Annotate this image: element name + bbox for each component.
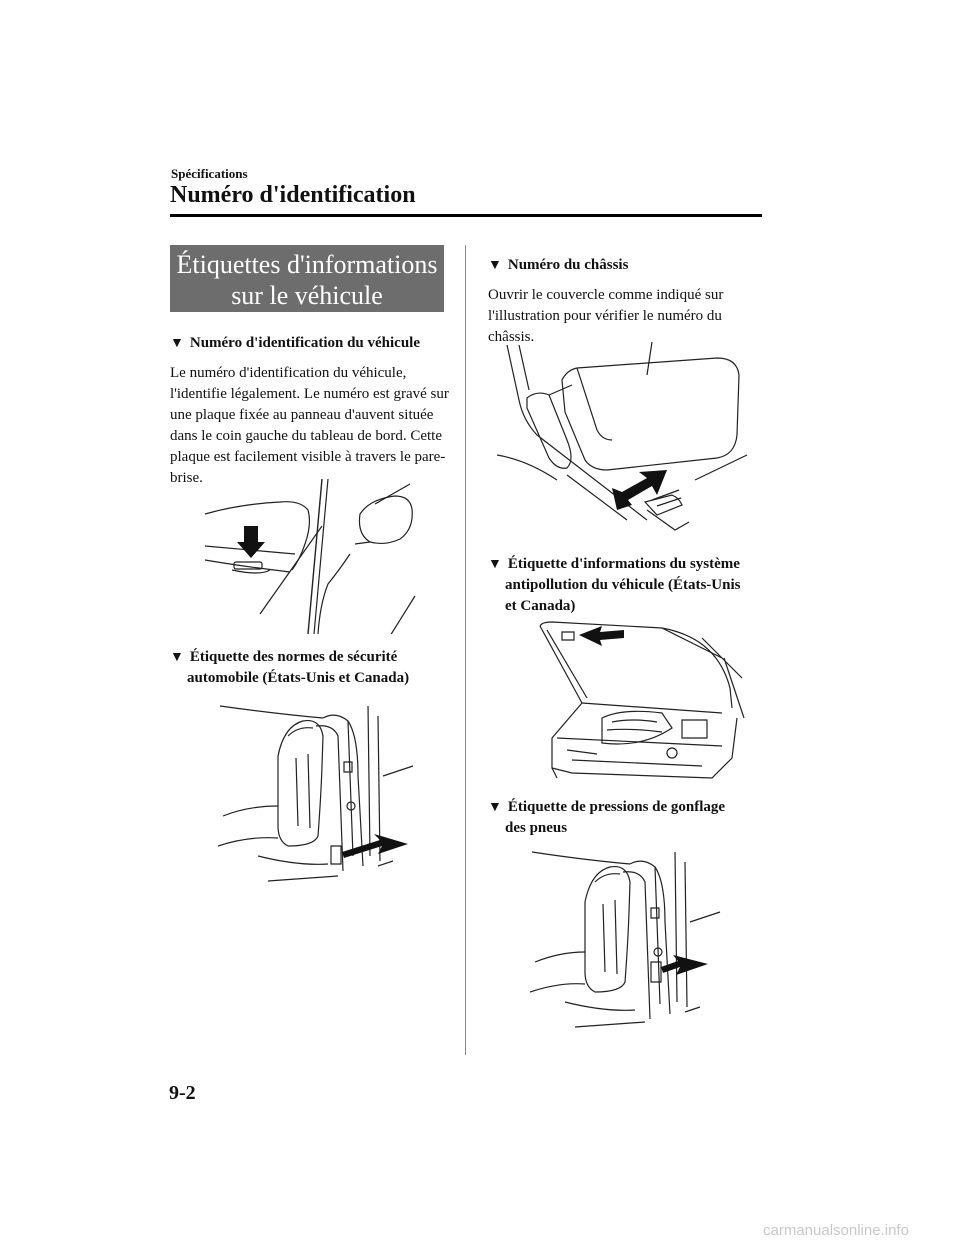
down-triangle-icon: ▼	[170, 336, 184, 351]
down-triangle-icon: ▼	[170, 650, 184, 665]
safety-label-heading: ▼Étiquette des normes de sécurité automo…	[170, 649, 410, 686]
chassis-paragraph: Ouvrir le couvercle comme indiqué sur l'…	[488, 287, 724, 345]
down-triangle-icon: ▼	[488, 258, 502, 273]
section-banner: Étiquettes d'informations sur le véhicul…	[170, 245, 444, 312]
emission-label-heading: ▼Étiquette d'informations du système ant…	[488, 556, 741, 614]
section-label: Spécifications	[171, 166, 248, 181]
watermark: carmanualsonline.info	[763, 1222, 909, 1239]
down-triangle-icon: ▼	[488, 557, 502, 572]
vin-heading: ▼Numéro d'identification du véhicule	[170, 335, 421, 351]
page-title: Numéro d'identification	[170, 182, 416, 208]
banner-line-1: Étiquettes d'informations	[176, 250, 438, 279]
vin-paragraph: Le numéro d'identification du véhicule, …	[170, 365, 449, 486]
vin-plate-illustration	[200, 474, 450, 634]
banner-line-2: sur le véhicule	[231, 281, 383, 310]
page-number: 9-2	[169, 1082, 196, 1104]
chassis-number-illustration	[497, 340, 759, 532]
down-triangle-icon: ▼	[488, 800, 502, 815]
safety-label-illustration	[218, 696, 423, 891]
title-rule	[170, 214, 762, 217]
column-divider	[465, 245, 466, 1055]
tire-label-illustration	[530, 844, 728, 1040]
emission-label-illustration	[512, 618, 750, 780]
tire-label-heading: ▼Étiquette de pressions de gonflage des …	[488, 799, 726, 836]
chassis-heading: ▼Numéro du châssis	[488, 257, 629, 273]
